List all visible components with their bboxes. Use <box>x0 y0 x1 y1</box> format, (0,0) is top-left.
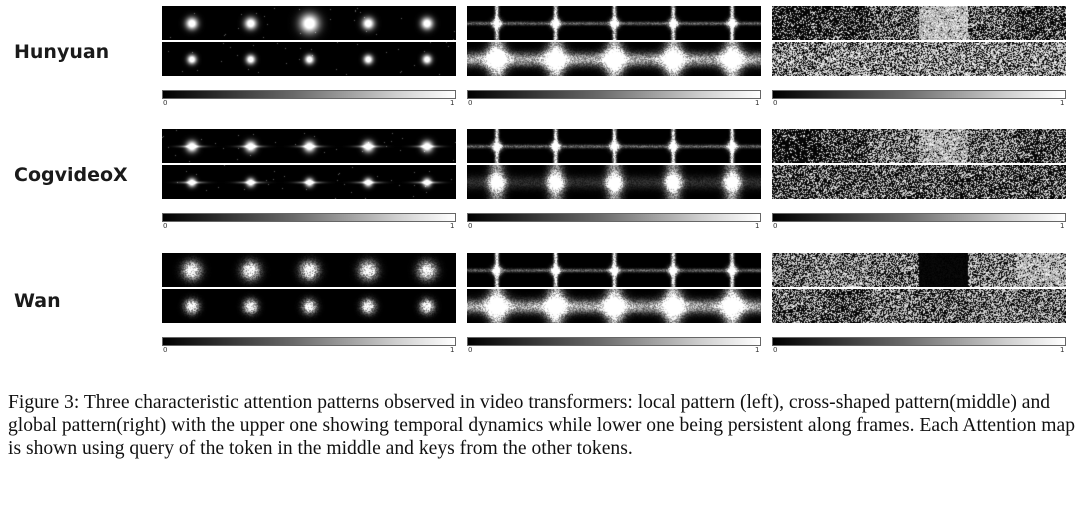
colorbar-min-label: 0 <box>468 99 473 107</box>
colorbar-max-label: 1 <box>755 346 760 354</box>
attention-map-wan-global-lower <box>772 289 1066 323</box>
colorbar-min-label: 0 <box>773 99 778 107</box>
attention-map-wan-local-upper <box>162 253 456 287</box>
colorbar-wan-cross <box>467 337 761 346</box>
colorbar-max-label: 1 <box>755 222 760 230</box>
colorbar-max-label: 1 <box>1060 99 1065 107</box>
attention-map-wan-local-lower <box>162 289 456 323</box>
row-label-cogvideox: CogvideoX <box>14 164 128 186</box>
colorbar-cogvideox-cross <box>467 213 761 222</box>
colorbar-min-label: 0 <box>773 222 778 230</box>
colorbar-max-label: 1 <box>450 99 455 107</box>
attention-map-hunyuan-local-upper <box>162 6 456 40</box>
colorbar-max-label: 1 <box>1060 346 1065 354</box>
colorbar-max-label: 1 <box>450 346 455 354</box>
attention-map-cogvideox-cross-upper <box>467 129 761 163</box>
attention-map-cogvideox-cross-lower <box>467 165 761 199</box>
colorbar-min-label: 0 <box>468 346 473 354</box>
colorbar-min-label: 0 <box>773 346 778 354</box>
colorbar-cogvideox-global <box>772 213 1066 222</box>
attention-map-wan-global-upper <box>772 253 1066 287</box>
colorbar-min-label: 0 <box>468 222 473 230</box>
attention-map-cogvideox-local-upper <box>162 129 456 163</box>
colorbar-max-label: 1 <box>450 222 455 230</box>
colorbar-cogvideox-local <box>162 213 456 222</box>
colorbar-wan-global <box>772 337 1066 346</box>
attention-map-wan-cross-upper <box>467 253 761 287</box>
figure-caption: Figure 3: Three characteristic attention… <box>8 392 1076 459</box>
colorbar-min-label: 0 <box>163 346 168 354</box>
row-label-wan: Wan <box>14 290 61 312</box>
attention-map-cogvideox-global-lower <box>772 165 1066 199</box>
attention-map-hunyuan-cross-upper <box>467 6 761 40</box>
attention-map-hunyuan-cross-lower <box>467 42 761 76</box>
attention-map-hunyuan-local-lower <box>162 42 456 76</box>
colorbar-max-label: 1 <box>1060 222 1065 230</box>
colorbar-hunyuan-local <box>162 90 456 99</box>
attention-map-hunyuan-global-upper <box>772 6 1066 40</box>
attention-map-hunyuan-global-lower <box>772 42 1066 76</box>
colorbar-hunyuan-cross <box>467 90 761 99</box>
colorbar-max-label: 1 <box>755 99 760 107</box>
colorbar-min-label: 0 <box>163 222 168 230</box>
colorbar-hunyuan-global <box>772 90 1066 99</box>
colorbar-min-label: 0 <box>163 99 168 107</box>
colorbar-wan-local <box>162 337 456 346</box>
attention-map-cogvideox-global-upper <box>772 129 1066 163</box>
row-label-hunyuan: Hunyuan <box>14 41 110 63</box>
attention-map-wan-cross-lower <box>467 289 761 323</box>
attention-map-cogvideox-local-lower <box>162 165 456 199</box>
